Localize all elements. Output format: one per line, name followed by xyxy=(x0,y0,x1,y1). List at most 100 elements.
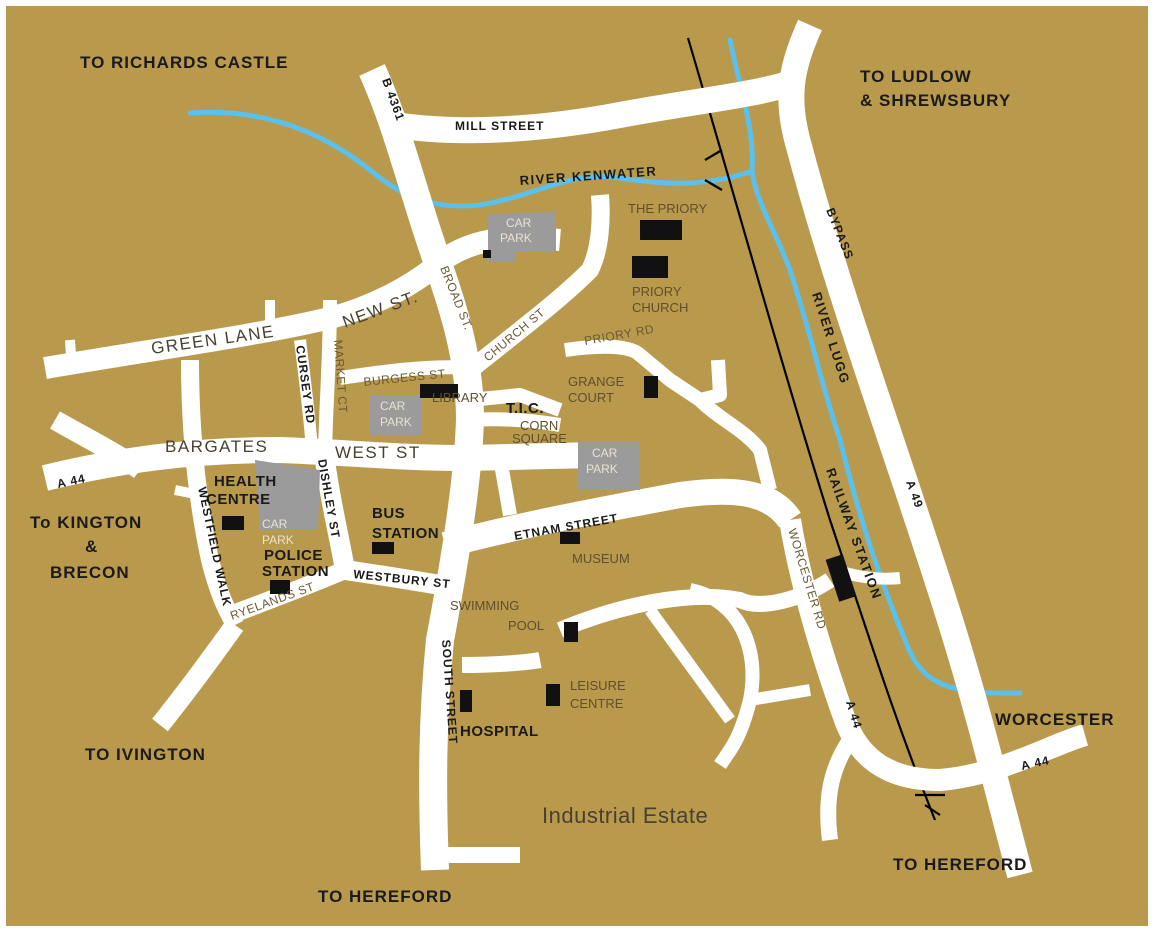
building-priory-church xyxy=(632,256,668,278)
car-park-health xyxy=(255,460,320,530)
building-railway-station xyxy=(825,554,857,602)
roads xyxy=(41,19,1089,879)
dest-hereford-south: TO HEREFORD xyxy=(318,887,452,906)
road-stub-north-church xyxy=(65,300,275,500)
dest-worcester: WORCESTER xyxy=(995,710,1115,729)
label-leisure-centre-1: LEISURE xyxy=(570,678,626,693)
label-a44-east: A 44 xyxy=(1020,753,1051,773)
road-worcester-rd xyxy=(779,518,1089,791)
label-mill-street: MILL STREET xyxy=(455,119,544,133)
road-market-ct xyxy=(294,339,318,451)
label-cp-east-2: PARK xyxy=(586,462,618,476)
car-park-library xyxy=(370,395,422,435)
label-cp-health-2: PARK xyxy=(262,533,294,547)
label-swimming-pool-1: SWIMMING xyxy=(450,598,519,613)
building-museum xyxy=(560,532,580,544)
building-hospital xyxy=(460,690,472,712)
label-museum: MUSEUM xyxy=(572,551,630,566)
road-cursey-rd xyxy=(318,299,337,461)
label-bargates: BARGATES xyxy=(165,437,268,456)
road-loop xyxy=(688,583,760,769)
label-grange-court-1: GRANGE xyxy=(568,374,625,389)
river-lugg xyxy=(727,37,1023,696)
label-bus-station-1: BUS xyxy=(372,505,405,522)
road-hospital xyxy=(461,652,542,673)
label-health-centre-1: HEALTH xyxy=(214,473,277,490)
label-cp-north-1: CAR xyxy=(506,216,532,230)
label-industrial-estate: Industrial Estate xyxy=(542,803,708,828)
building-bus-station xyxy=(372,542,394,554)
road-dishley-st xyxy=(315,458,355,572)
rail-bridge-north xyxy=(704,149,723,191)
dest-ivington: TO IVINGTON xyxy=(85,745,206,764)
road-loop-spur xyxy=(645,606,811,724)
road-burgess-st xyxy=(338,360,471,385)
road-westfield-walk xyxy=(181,359,244,630)
building-car-park-booth xyxy=(483,250,491,258)
car-parks xyxy=(255,212,640,530)
road-a44-west-spur xyxy=(50,411,146,479)
label-cp-health-1: CAR xyxy=(262,517,288,531)
road-etnam-street xyxy=(441,478,801,558)
road-estate-spur xyxy=(820,735,857,841)
label-library: LIBRARY xyxy=(432,390,488,405)
road-bargates-west-st xyxy=(41,437,621,491)
destinations: TO RICHARDS CASTLE TO LUDLOW & SHREWSBUR… xyxy=(30,53,1115,906)
road-church-st xyxy=(464,194,610,378)
building-priory xyxy=(640,220,682,240)
road-swimming-pool xyxy=(556,573,835,638)
road-corn-square xyxy=(469,412,562,517)
label-priory-church-1: PRIORY xyxy=(632,284,682,299)
label-police-1: POLICE xyxy=(264,547,323,564)
dest-kington-amp: & xyxy=(85,537,98,556)
label-bus-station-2: STATION xyxy=(372,525,439,542)
rail-bridge-south xyxy=(915,793,945,816)
label-priory-church-2: CHURCH xyxy=(632,300,688,315)
car-park-north xyxy=(488,212,556,262)
label-cp-east-1: CAR xyxy=(592,446,618,460)
building-police xyxy=(270,580,290,594)
place-labels: CAR PARK CAR PARK CAR PARK CAR PARK THE … xyxy=(206,201,708,828)
building-health-centre xyxy=(222,516,244,530)
label-hospital: HOSPITAL xyxy=(460,723,539,740)
road-priory-rd xyxy=(564,339,727,407)
dest-hereford-east: TO HEREFORD xyxy=(893,855,1027,874)
label-police-2: STATION xyxy=(262,563,329,580)
label-cp-north-2: PARK xyxy=(500,231,532,245)
dest-ludlow: TO LUDLOW xyxy=(860,67,972,86)
label-a44-west: A 44 xyxy=(56,471,87,491)
label-market-ct: MARKET CT xyxy=(331,339,350,414)
label-corn-square-2: SQUARE xyxy=(512,431,567,446)
rivers xyxy=(187,37,1023,696)
label-corn-square-1: CORN xyxy=(520,418,558,433)
road-bypass-a49 xyxy=(778,19,1033,879)
building-swimming-pool xyxy=(564,622,578,642)
road-grange xyxy=(469,388,777,492)
dest-brecon: BRECON xyxy=(50,563,130,582)
building-grange-court xyxy=(644,376,658,398)
road-mill-street xyxy=(393,67,805,144)
label-west-st: WEST ST xyxy=(335,443,421,462)
road-to-ivington xyxy=(152,619,244,732)
railway xyxy=(686,37,945,821)
label-health-centre-2: CENTRE xyxy=(206,491,271,508)
dest-kington: To KINGTON xyxy=(30,513,142,532)
label-leisure-centre-2: CENTRE xyxy=(570,696,624,711)
building-leisure-centre xyxy=(546,684,560,706)
dest-shrewsbury: & SHREWSBURY xyxy=(860,91,1011,110)
river-kenwater xyxy=(187,109,753,209)
label-grange-court-2: COURT xyxy=(568,390,614,405)
car-park-east xyxy=(578,442,640,490)
dest-richards-castle: TO RICHARDS CASTLE xyxy=(80,53,288,72)
building-library xyxy=(420,384,458,398)
label-the-priory: THE PRIORY xyxy=(628,201,708,216)
label-cp-library-2: PARK xyxy=(380,415,412,429)
label-cp-library-1: CAR xyxy=(380,399,406,413)
railway-line xyxy=(686,37,937,821)
buildings xyxy=(222,220,857,712)
road-green-lane-new-st xyxy=(43,227,561,379)
label-tic: T.I.C. xyxy=(506,400,544,417)
road-b4361-broad-south xyxy=(359,64,484,871)
label-swimming-pool-2: POOL xyxy=(508,618,544,633)
